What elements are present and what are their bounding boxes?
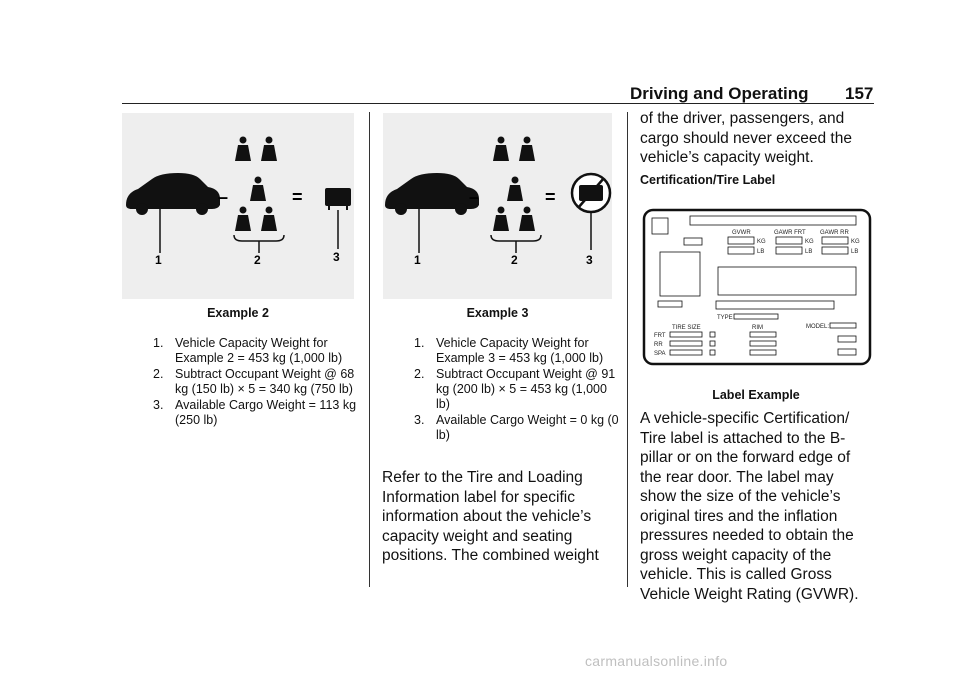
- callout-3: 3: [586, 253, 593, 267]
- gawr-frt-label: GAWR FRT: [774, 230, 806, 236]
- cargo-icon: [325, 188, 351, 210]
- label-example-caption: Label Example: [712, 388, 800, 402]
- certification-paragraph: A vehicle-specific Certification/ Tire l…: [640, 410, 859, 603]
- occupant-icons-bottom: [235, 206, 277, 231]
- minus-operator: –: [218, 187, 228, 207]
- watermark: carmanualsonline.info: [585, 653, 728, 669]
- gvwr-label: GVWR: [732, 230, 751, 236]
- equals-operator: =: [545, 187, 556, 207]
- label-border: [642, 208, 872, 366]
- rim-label: RIM: [752, 325, 763, 331]
- frt-label: FRT: [654, 333, 666, 339]
- column-divider-right: [627, 112, 628, 587]
- bracket: [233, 234, 285, 242]
- occupant-icon-single: [507, 176, 523, 201]
- callout-3: 3: [333, 250, 340, 264]
- svg-text:KG: KG: [757, 239, 766, 245]
- no-cargo-icon: [570, 172, 612, 214]
- tire-label-illustration: GVWR GAWR FRT GAWR RR KG LB KG LB KG LB …: [642, 208, 872, 366]
- example-3-caption: Example 3: [466, 306, 529, 320]
- loading-info-paragraph: Refer to the Tire and Loading Informatio…: [382, 469, 599, 564]
- svg-text:LB: LB: [757, 249, 764, 255]
- list-item: 1.Vehicle Capacity Weight for Example 2 …: [153, 336, 343, 365]
- occupant-icons-bottom: [493, 206, 535, 231]
- model-label: MODEL:: [806, 324, 829, 330]
- column-divider-left: [369, 112, 370, 587]
- certification-heading: Certification/Tire Label: [640, 173, 776, 187]
- bracket: [490, 234, 542, 242]
- example-3-steps: 1.Vehicle Capacity Weight for Example 3 …: [414, 336, 620, 444]
- page-number: 157: [845, 84, 874, 103]
- svg-text:LB: LB: [851, 249, 858, 255]
- tire-size-label: TIRE SIZE: [672, 325, 701, 331]
- section-title: Driving and Operating: [630, 84, 809, 103]
- example-2-caption: Example 2: [207, 306, 269, 320]
- callout-1: 1: [155, 253, 162, 267]
- occupant-icons-top: [235, 136, 277, 161]
- list-item: 2.Subtract Occupant Weight @ 68 kg (150 …: [153, 367, 355, 396]
- spa-label: SPA: [654, 351, 666, 357]
- occupant-icon-single: [250, 176, 266, 201]
- list-item: 2.Subtract Occupant Weight @ 91 kg (200 …: [414, 367, 616, 411]
- header-divider: [122, 103, 874, 104]
- occupant-icons-top: [493, 136, 535, 161]
- svg-text:KG: KG: [805, 239, 814, 245]
- example-3-illustration: – = 1 2 3: [383, 113, 612, 299]
- svg-text:LB: LB: [805, 249, 812, 255]
- minus-operator: –: [469, 187, 479, 207]
- vehicle-icon: [385, 173, 479, 215]
- list-item: 3.Available Cargo Weight = 113 kg (250 l…: [153, 398, 357, 427]
- example-2-illustration: – = 1 2 3: [122, 113, 354, 299]
- callout-1: 1: [414, 253, 421, 267]
- svg-text:KG: KG: [851, 239, 860, 245]
- equals-operator: =: [292, 187, 303, 207]
- capacity-warning-paragraph: of the driver, passengers, and cargo sho…: [640, 110, 852, 166]
- list-item: 3.Available Cargo Weight = 0 kg (0 lb): [414, 413, 619, 442]
- vehicle-icon: [126, 173, 220, 215]
- type-label: TYPE: [717, 315, 733, 321]
- rr-label: RR: [654, 342, 663, 348]
- list-item: 1.Vehicle Capacity Weight for Example 3 …: [414, 336, 604, 365]
- gawr-rr-label: GAWR RR: [820, 230, 849, 236]
- callout-2: 2: [254, 253, 261, 267]
- callout-2: 2: [511, 253, 518, 267]
- example-2-steps: 1.Vehicle Capacity Weight for Example 2 …: [153, 336, 357, 429]
